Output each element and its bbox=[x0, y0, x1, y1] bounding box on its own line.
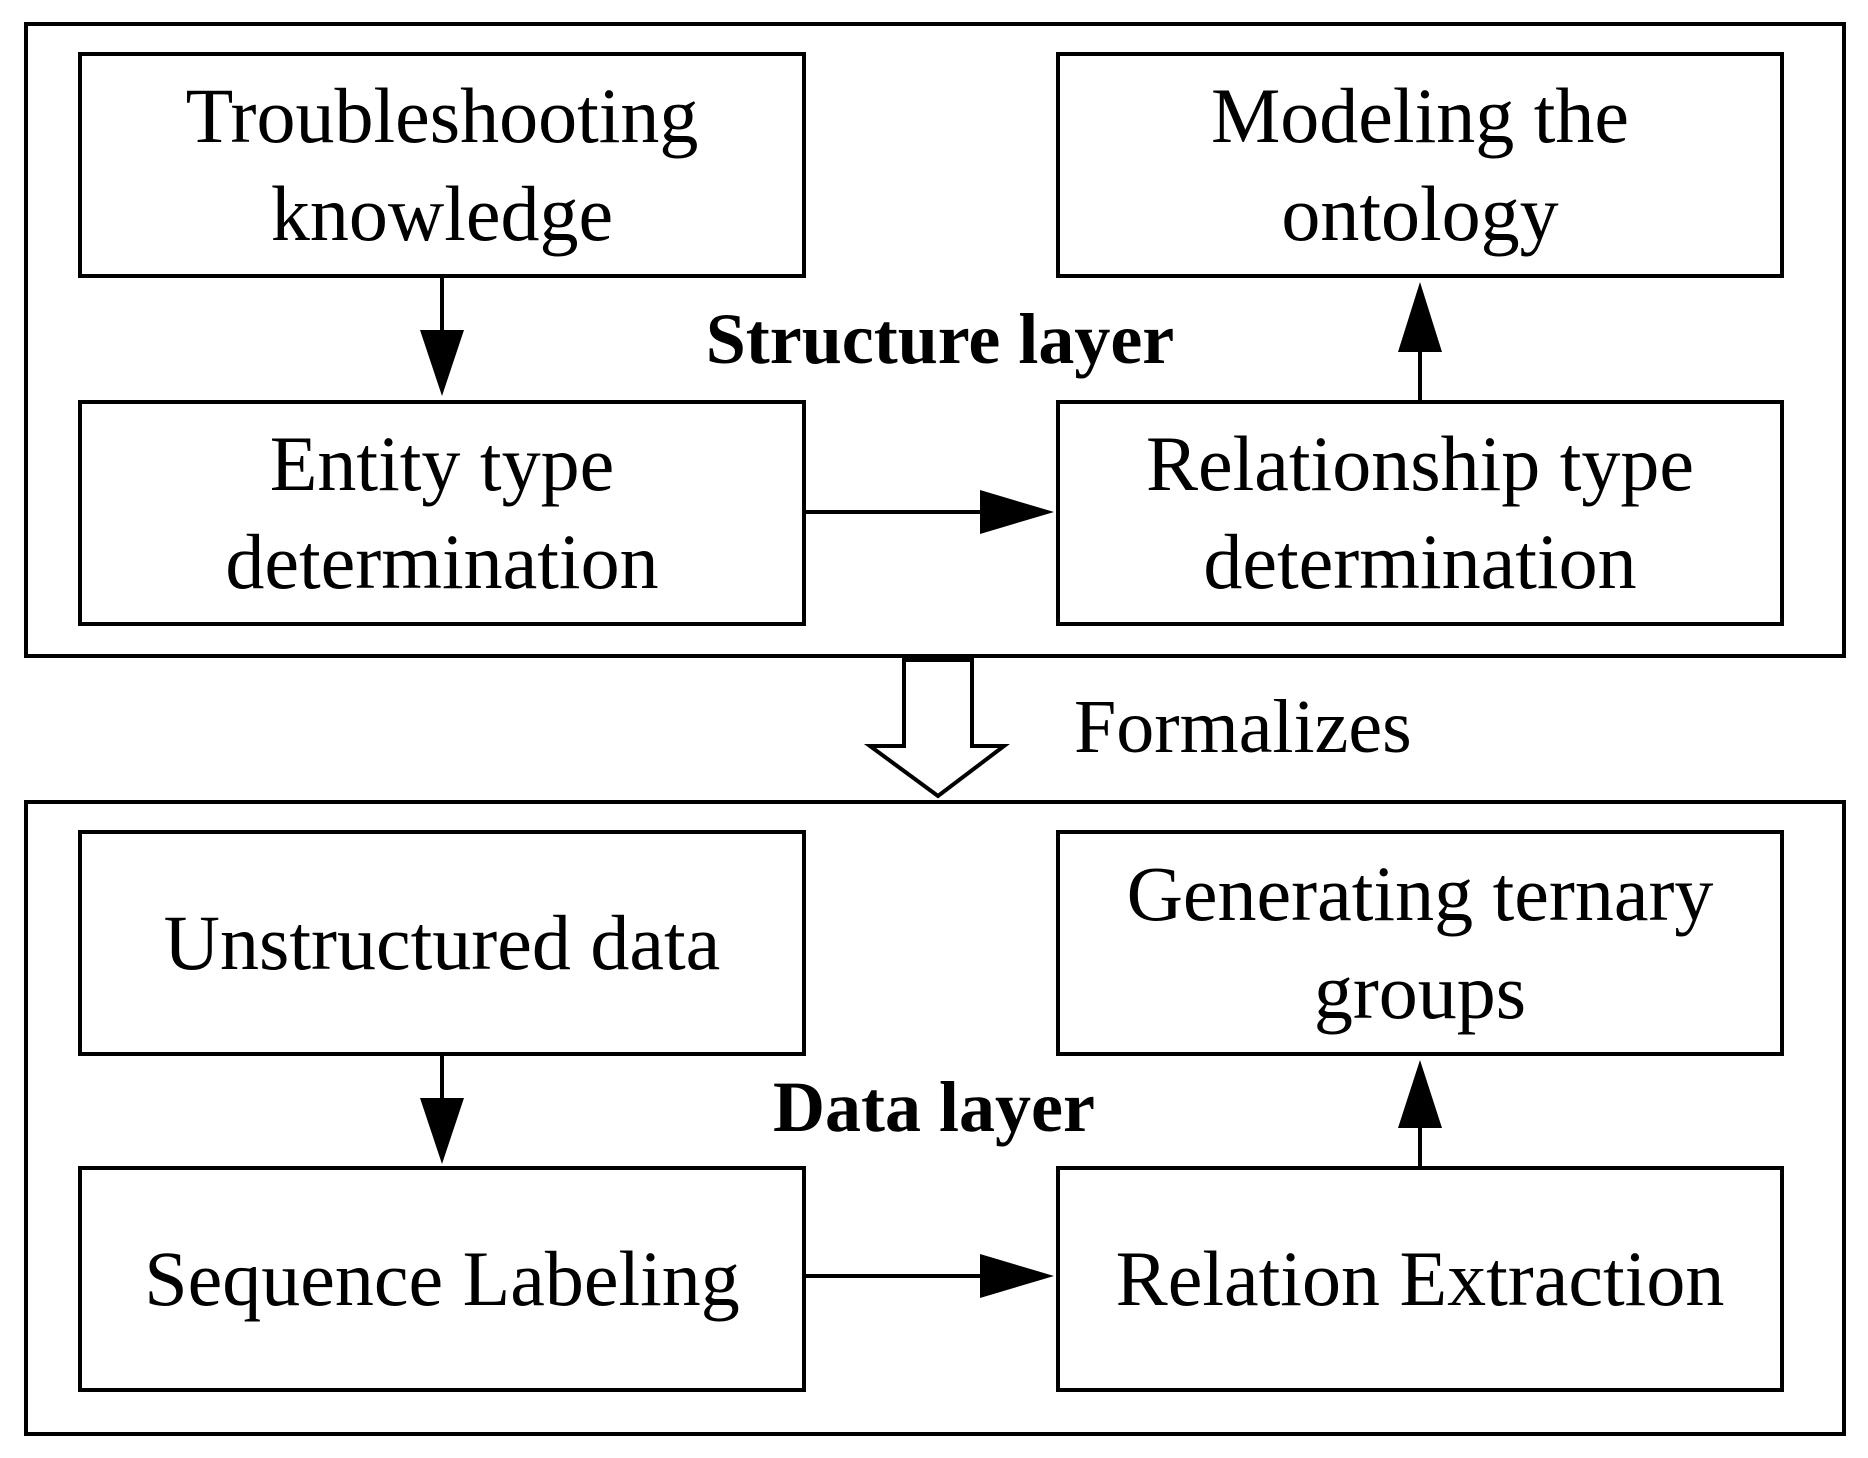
data-layer-label: Data layer bbox=[773, 1067, 1095, 1147]
formalizes-label: Formalizes bbox=[1074, 685, 1412, 769]
sequence-labeling-text: Sequence Labeling bbox=[144, 1235, 740, 1322]
relation-extraction-text: Relation Extraction bbox=[1115, 1235, 1725, 1322]
unstructured-data-box: Unstructured data bbox=[78, 830, 806, 1056]
formalizes-hollow-arrow-icon bbox=[863, 658, 1010, 799]
generating-ternary-groups-box: Generating ternary groups bbox=[1056, 830, 1784, 1056]
structure-layer-label: Structure layer bbox=[705, 299, 1175, 379]
troubleshooting-knowledge-box: Troubleshooting knowledge bbox=[78, 52, 806, 278]
entity-type-determination-box: Entity type determination bbox=[78, 400, 806, 626]
generating-ternary-groups-text: Generating ternary groups bbox=[1126, 850, 1714, 1035]
unstructured-data-text: Unstructured data bbox=[163, 899, 721, 986]
relationship-type-determination-text: Relationship type determination bbox=[1145, 420, 1695, 605]
sequence-labeling-box: Sequence Labeling bbox=[78, 1166, 806, 1392]
modeling-ontology-box: Modeling the ontology bbox=[1056, 52, 1784, 278]
relationship-type-determination-box: Relationship type determination bbox=[1056, 400, 1784, 626]
troubleshooting-knowledge-text: Troubleshooting knowledge bbox=[185, 72, 699, 257]
relation-extraction-box: Relation Extraction bbox=[1056, 1166, 1784, 1392]
modeling-ontology-text: Modeling the ontology bbox=[1210, 72, 1630, 257]
entity-type-determination-text: Entity type determination bbox=[225, 420, 659, 605]
